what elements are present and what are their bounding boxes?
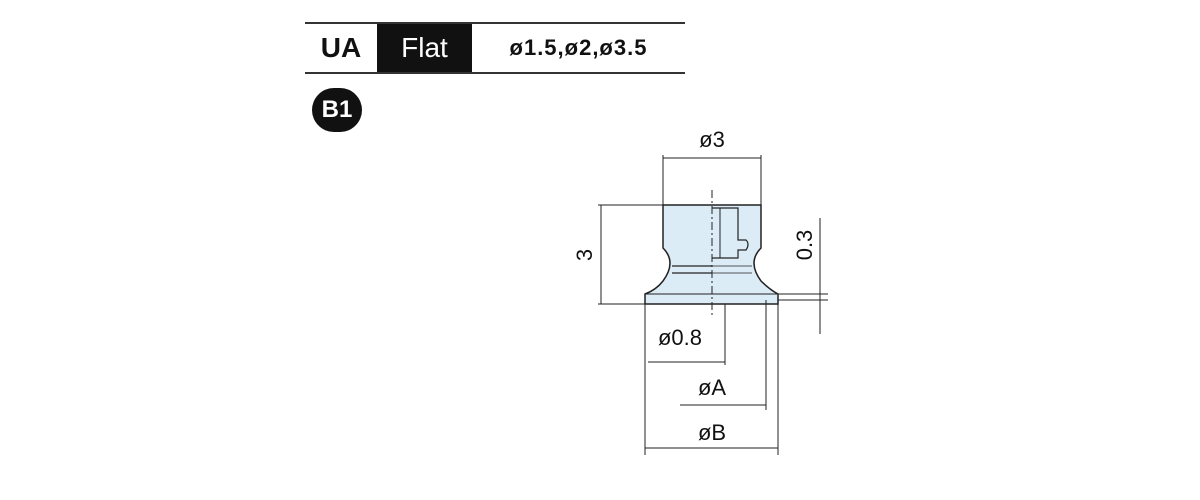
lip-thickness-label: 0.3 (792, 230, 817, 261)
size-list: ø1.5,ø2,ø3.5 (509, 35, 648, 60)
type-label: Flat (377, 24, 472, 72)
series-label: UA (320, 32, 362, 63)
hole-diameter-label: ø0.8 (658, 325, 702, 350)
height-label: 3 (572, 249, 597, 261)
model-header: UA Flat ø1.5,ø2,ø3.5 (305, 22, 685, 74)
inner-bore (712, 207, 749, 259)
diameter-b-label: øB (698, 420, 726, 445)
diameter-a-label: øA (698, 375, 726, 400)
top-diameter-label: ø3 (699, 127, 725, 152)
variant-badge: B1 (312, 88, 362, 132)
